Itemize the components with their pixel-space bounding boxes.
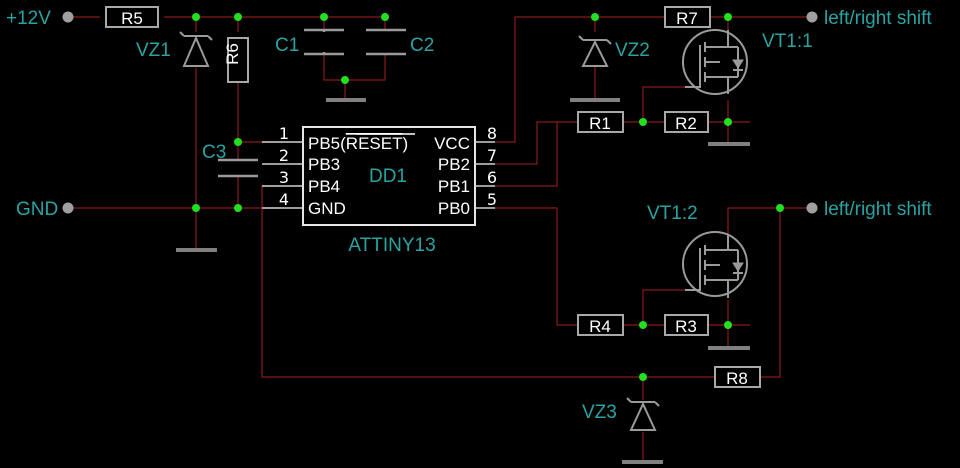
label-vz2: VZ2	[615, 40, 650, 61]
pin-name: PB0	[438, 199, 470, 218]
pin-name: GND	[308, 199, 346, 218]
pin-number: 7	[487, 146, 497, 165]
junction-dot	[381, 13, 389, 21]
junction-dot	[724, 321, 732, 329]
junction-dot	[234, 13, 242, 21]
pin-name: PB1	[438, 177, 470, 196]
pin-number: 8	[487, 124, 497, 143]
junction-dot	[234, 204, 242, 212]
resistor-r7[interactable]: R7	[664, 6, 711, 28]
junction-dot	[341, 76, 349, 84]
resistor-r2-label: R2	[675, 114, 697, 133]
net-terminals	[62, 11, 818, 214]
junction-dot	[192, 204, 200, 212]
zener-diode-vz3[interactable]	[626, 397, 660, 431]
label-c3: C3	[202, 142, 226, 163]
terminal-out1[interactable]	[806, 11, 818, 23]
label-c2: C2	[410, 35, 434, 56]
pin-number: 1	[279, 124, 289, 143]
ic-part-label: ATTINY13	[348, 235, 435, 256]
pin-number: 3	[279, 168, 289, 187]
component-labels: VZ1 C1 C2 C3 VZ2 VT1:1 VT1:2 VZ3	[136, 31, 813, 423]
zener-diode-vz2[interactable]	[578, 35, 612, 67]
junction-dot	[639, 373, 647, 381]
resistor-r1[interactable]: R1	[577, 111, 624, 133]
label-vz1: VZ1	[136, 40, 171, 61]
junction-dot	[724, 118, 732, 126]
net-label-out2: left/right shift	[824, 199, 932, 220]
label-c1: C1	[275, 35, 299, 56]
ic-dd1[interactable]: 1 2 3 4 8 7 6 5 PB5(RESET) PB3 PB4 GND V…	[262, 124, 497, 256]
pin-number: 6	[487, 168, 497, 187]
net-label-out1: left/right shift	[824, 8, 932, 29]
junction-dot	[591, 13, 599, 21]
junction-dot	[724, 13, 732, 21]
junction-dot	[776, 204, 784, 212]
junction-dot	[234, 138, 242, 146]
label-vt1-2: VT1:2	[647, 203, 698, 224]
terminal-gnd[interactable]	[62, 202, 74, 214]
resistor-r2[interactable]: R2	[664, 111, 709, 133]
pin-name: PB4	[308, 177, 340, 196]
mosfet-vt1-1[interactable]	[682, 29, 748, 95]
junction-dot	[639, 118, 647, 126]
ic-reference-label: DD1	[369, 166, 407, 187]
terminal-vplus[interactable]	[62, 11, 74, 23]
junction-dot	[320, 13, 328, 21]
resistor-r8-label: R8	[726, 369, 748, 388]
resistor-r4[interactable]: R4	[577, 314, 624, 336]
net-label-gnd: GND	[16, 199, 58, 220]
junction-dots	[192, 13, 784, 381]
pin-number: 2	[279, 146, 289, 165]
resistor-r3[interactable]: R3	[664, 314, 709, 336]
resistor-r5[interactable]: R5	[105, 6, 159, 28]
pin-name: VCC	[434, 134, 470, 153]
junction-dot	[192, 13, 200, 21]
capacitor-c2[interactable]	[366, 28, 406, 56]
resistor-r7-label: R7	[676, 9, 698, 28]
pin-name: PB2	[438, 155, 470, 174]
junction-dot	[639, 321, 647, 329]
resistor-r4-label: R4	[589, 317, 611, 336]
terminal-out2[interactable]	[806, 202, 818, 214]
resistor-r6[interactable]: R6	[223, 37, 249, 83]
net-label-vplus: +12V	[6, 8, 51, 29]
pin-name: PB3	[308, 155, 340, 174]
pin-name-pb5-reset: PB5(RESET)	[308, 134, 408, 153]
mosfet-vt1-2[interactable]	[682, 231, 748, 298]
resistor-r6-label: R6	[223, 43, 242, 65]
pin-number: 5	[487, 190, 497, 209]
capacitor-c3[interactable]	[218, 158, 258, 178]
resistor-r8[interactable]: R8	[714, 366, 761, 388]
resistor-r1-label: R1	[589, 114, 611, 133]
resistor-r3-label: R3	[675, 317, 697, 336]
label-vt1-1: VT1:1	[762, 31, 813, 52]
resistor-r5-label: R5	[121, 9, 143, 28]
label-vz3: VZ3	[582, 402, 617, 423]
zener-diode-vz1[interactable]	[179, 31, 213, 67]
ground-symbols	[176, 98, 750, 464]
pin-number: 4	[279, 190, 289, 209]
